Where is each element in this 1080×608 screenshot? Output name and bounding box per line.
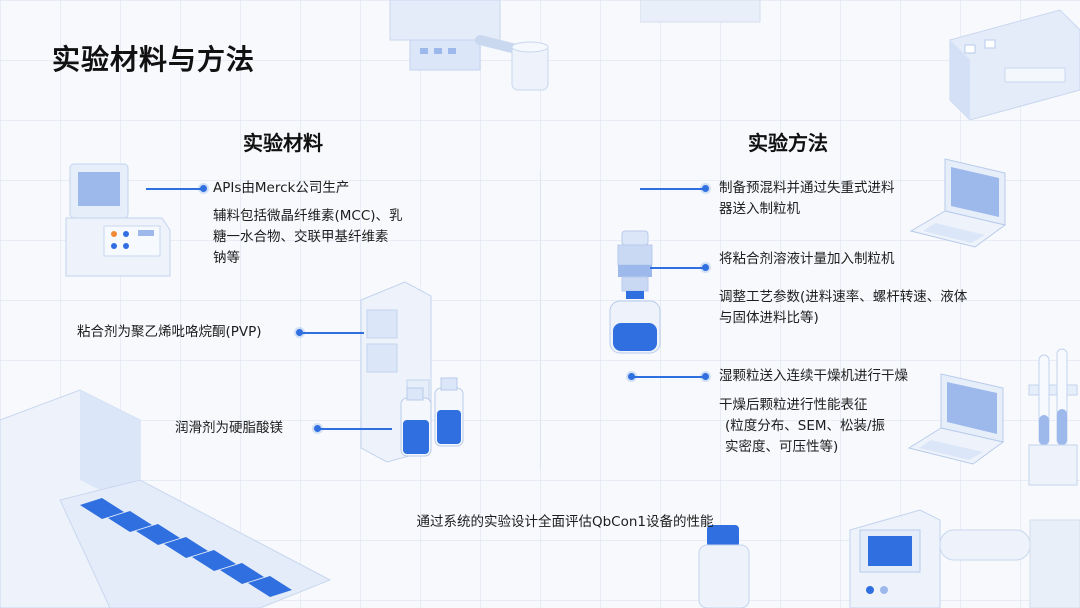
connector-line <box>632 376 706 378</box>
connector-line <box>640 188 706 190</box>
method-step-5-line-3: 实密度、可压性等) <box>725 439 839 455</box>
lab-cabinet-bottles-icon <box>360 281 464 463</box>
summary-footer: 通过系统的实验设计全面评估QbCon1设备的性能 <box>416 514 714 530</box>
connector-line <box>318 428 392 430</box>
materials-excipients-1: 辅料包括微晶纤维素(MCC)、乳 <box>213 208 403 224</box>
page-title: 实验材料与方法 <box>52 43 256 76</box>
method-step-3-line-1: 调整工艺参数(进料速率、螺杆转速、液体 <box>719 289 968 305</box>
column-divider <box>540 170 541 470</box>
test-tubes-icon <box>1028 348 1078 486</box>
connector-line <box>146 188 204 190</box>
laptop-icon <box>909 158 1007 248</box>
connector-dot <box>702 373 709 380</box>
connector-line <box>300 332 364 334</box>
control-panel-icon <box>65 163 171 277</box>
connector-dot <box>296 329 303 336</box>
laptop-icon <box>907 373 1005 465</box>
method-step-4: 湿颗粒送入连续干燥机进行干燥 <box>719 368 908 384</box>
connector-dot <box>314 425 321 432</box>
connector-dot <box>628 373 635 380</box>
bottle-icon <box>698 525 750 608</box>
connector-dot <box>702 185 709 192</box>
connector-dot <box>702 264 709 271</box>
materials-apis: APIs由Merck公司生产 <box>213 180 350 196</box>
conveyor-machine-icon <box>0 389 332 608</box>
granulator-icon <box>609 230 661 354</box>
methods-heading: 实验方法 <box>748 131 828 155</box>
server-device-icon <box>640 0 1080 121</box>
method-step-1-line-2: 器送入制粒机 <box>719 201 800 217</box>
materials-heading: 实验材料 <box>243 131 323 155</box>
analyzer-device-icon <box>849 509 1080 608</box>
method-step-5-line-2: (粒度分布、SEM、松装/振 <box>725 418 886 434</box>
connector-dot <box>200 185 207 192</box>
materials-excipients-2: 糖一水合物、交联甲基纤维素 <box>213 229 389 245</box>
connector-line <box>650 267 706 269</box>
materials-binder: 粘合剂为聚乙烯吡咯烷酮(PVP) <box>77 324 262 340</box>
top-machine-icon <box>389 0 549 91</box>
materials-excipients-3: 钠等 <box>213 250 240 266</box>
method-step-3-line-2: 与固体进料比等) <box>719 310 819 326</box>
method-step-1-line-1: 制备预混料并通过失重式进料 <box>719 180 895 196</box>
materials-lubricant: 润滑剂为硬脂酸镁 <box>175 420 283 436</box>
method-step-5-line-1: 干燥后颗粒进行性能表征 <box>719 397 868 413</box>
method-step-2: 将粘合剂溶液计量加入制粒机 <box>719 251 895 267</box>
